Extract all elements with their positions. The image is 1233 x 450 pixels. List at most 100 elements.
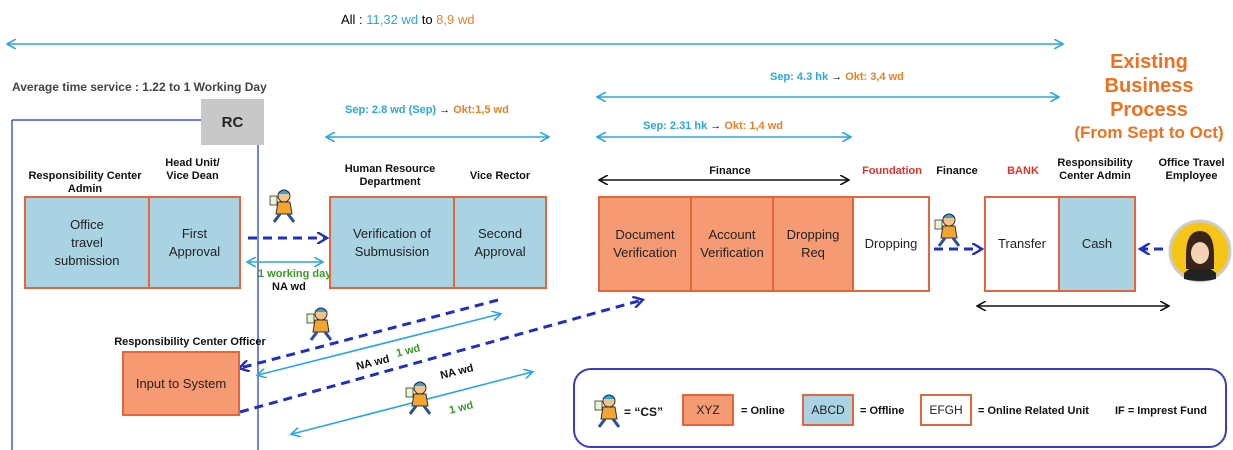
box-text: Document bbox=[615, 227, 675, 242]
one-working-day-label: 1 working day bbox=[258, 268, 332, 280]
legend-xyz: XYZ bbox=[696, 403, 720, 417]
header-finance-text: Finance bbox=[709, 165, 751, 177]
legend-related-swatch: EFGH bbox=[920, 394, 972, 426]
fin-total-okt: Okt: 3,4 wd bbox=[845, 71, 904, 83]
box-text: Account bbox=[708, 227, 756, 242]
legend-abcd: ABCD bbox=[811, 403, 845, 417]
box-text: Verification bbox=[613, 245, 677, 260]
header-rc-admin-2-2: Center Admin bbox=[1059, 170, 1131, 182]
header-head-unit-1: Head Unit/ bbox=[165, 157, 220, 169]
finance-total-label: Sep: 4.3 hk → Okt: 3,4 wd bbox=[770, 71, 904, 83]
header-head-unit-2: Vice Dean bbox=[166, 170, 219, 182]
box-text: Transfer bbox=[998, 236, 1046, 251]
box-text: Cash bbox=[1081, 236, 1113, 251]
box-text: Verification bbox=[700, 245, 764, 260]
header-finance-2: Finance bbox=[932, 165, 982, 178]
account-verification-box: Account Verification bbox=[690, 196, 774, 292]
na-wd-label: NA wd bbox=[272, 281, 306, 293]
legend-offline-swatch: ABCD bbox=[802, 394, 854, 426]
legend bbox=[573, 368, 1227, 448]
hr-vr-okt: Okt:1,5 wd bbox=[453, 104, 509, 116]
dropping-box: Dropping bbox=[852, 196, 930, 292]
box-text: Second bbox=[477, 225, 523, 241]
header-head-unit: Head Unit/ Vice Dean bbox=[155, 157, 230, 183]
transfer-box: Transfer bbox=[984, 196, 1060, 292]
header-rc-admin-text: Responsibility Center Admin bbox=[28, 170, 142, 195]
fin-arrow: → bbox=[707, 120, 725, 132]
header-bank: BANK bbox=[998, 165, 1048, 178]
legend-efgh: EFGH bbox=[929, 403, 963, 417]
fin-total-arrow: → bbox=[828, 71, 846, 83]
all-sep-value: 11,32 wd bbox=[366, 12, 419, 27]
box-text: Req bbox=[801, 245, 825, 260]
header-rc-admin-2: Responsibility Center Admin bbox=[1050, 157, 1140, 183]
input-to-system-box: Input to System bbox=[122, 351, 240, 416]
title-line-3: (From Sept to Oct) bbox=[1074, 123, 1224, 142]
second-approval-box: Second Approval bbox=[453, 196, 547, 289]
all-okt-value: 8,9 wd bbox=[436, 12, 475, 27]
box-text: travel bbox=[71, 234, 103, 250]
all-to: to bbox=[418, 12, 437, 27]
courier-icon bbox=[405, 381, 432, 415]
box-text: Submusision bbox=[354, 243, 430, 259]
header-foundation-text: Foundation bbox=[862, 165, 922, 177]
diagram-title: Existing Business Process (From Sept to … bbox=[1065, 50, 1233, 144]
legend-if-label: IF = Imprest Fund bbox=[1115, 405, 1207, 417]
office-travel-submission-box: Office travel submission bbox=[24, 196, 150, 289]
hr-vr-duration-label: Sep: 2.8 wd (Sep) → Okt:1,5 wd bbox=[345, 104, 509, 116]
header-hrd: Human Resource Department bbox=[330, 163, 450, 189]
flow-input-to-document bbox=[239, 300, 642, 414]
header-finance-2-text: Finance bbox=[936, 165, 978, 177]
courier-icon bbox=[306, 307, 333, 341]
header-rc-admin: Responsibility Center Admin bbox=[20, 170, 150, 196]
header-bank-text: BANK bbox=[1007, 165, 1039, 177]
document-verification-box: Document Verification bbox=[598, 196, 692, 292]
legend-online-label: = Online bbox=[741, 405, 785, 417]
header-foundation: Foundation bbox=[854, 165, 930, 178]
legend-offline-label: = Offline bbox=[860, 405, 905, 417]
box-text: Office bbox=[70, 216, 104, 232]
verification-submission-box: Verification of Submusision bbox=[329, 196, 455, 289]
header-rc-officer: Responsibility Center Officer bbox=[110, 336, 270, 349]
header-vice-rector-text: Vice Rector bbox=[469, 170, 531, 182]
box-text: Verification of bbox=[352, 225, 432, 241]
header-rc-admin-2-1: Responsibility bbox=[1057, 157, 1133, 169]
header-hrd-1: Human Resource bbox=[344, 163, 436, 175]
box-text: First bbox=[181, 225, 208, 241]
hr-vr-sep: Sep: 2.8 wd (Sep) bbox=[345, 104, 437, 116]
header-vice-rector: Vice Rector bbox=[455, 170, 545, 183]
box-text: Input to System bbox=[135, 375, 227, 391]
all-prefix: All : bbox=[341, 12, 367, 27]
hr-vr-arrow: → bbox=[436, 104, 454, 116]
box-text: Dropping bbox=[864, 236, 918, 251]
finance-duration-label: Sep: 2.31 hk → Okt: 1,4 wd bbox=[643, 120, 783, 132]
legend-cs-label: = “CS” bbox=[624, 405, 664, 419]
legend-related-label: = Online Related Unit bbox=[978, 405, 1089, 417]
title-line-2: Process bbox=[1110, 99, 1188, 121]
header-hrd-2: Department bbox=[359, 176, 421, 188]
box-text: Dropping bbox=[786, 227, 840, 242]
all-duration-label: All : 11,32 wd to 8,9 wd bbox=[341, 12, 474, 27]
legend-online-swatch: XYZ bbox=[682, 394, 734, 426]
header-office-travel-2: Employee bbox=[1165, 170, 1218, 182]
first-approval-box: First Approval bbox=[148, 196, 241, 289]
employee-avatar-icon bbox=[1168, 219, 1232, 283]
fin-okt: Okt: 1,4 wd bbox=[724, 120, 784, 132]
box-text: Approval bbox=[474, 243, 526, 259]
box-text: submission bbox=[54, 252, 120, 268]
box-text: Approval bbox=[168, 243, 221, 259]
fin-total-sep: Sep: 4.3 hk bbox=[770, 71, 829, 83]
average-time-label: Average time service : 1.22 to 1 Working… bbox=[12, 80, 267, 94]
courier-icon bbox=[934, 213, 961, 247]
title-line-1: Existing Business bbox=[1104, 51, 1194, 97]
cash-box: Cash bbox=[1058, 196, 1136, 292]
fin-sep: Sep: 2.31 hk bbox=[643, 120, 708, 132]
rc-label: RC bbox=[221, 113, 244, 131]
dropping-req-box: Dropping Req bbox=[772, 196, 854, 292]
header-finance: Finance bbox=[690, 165, 770, 178]
header-office-travel: Office Travel Employee bbox=[1150, 157, 1233, 183]
rc-box: RC bbox=[201, 99, 264, 145]
legend-courier-icon bbox=[594, 394, 621, 428]
header-office-travel-1: Office Travel bbox=[1158, 157, 1225, 169]
